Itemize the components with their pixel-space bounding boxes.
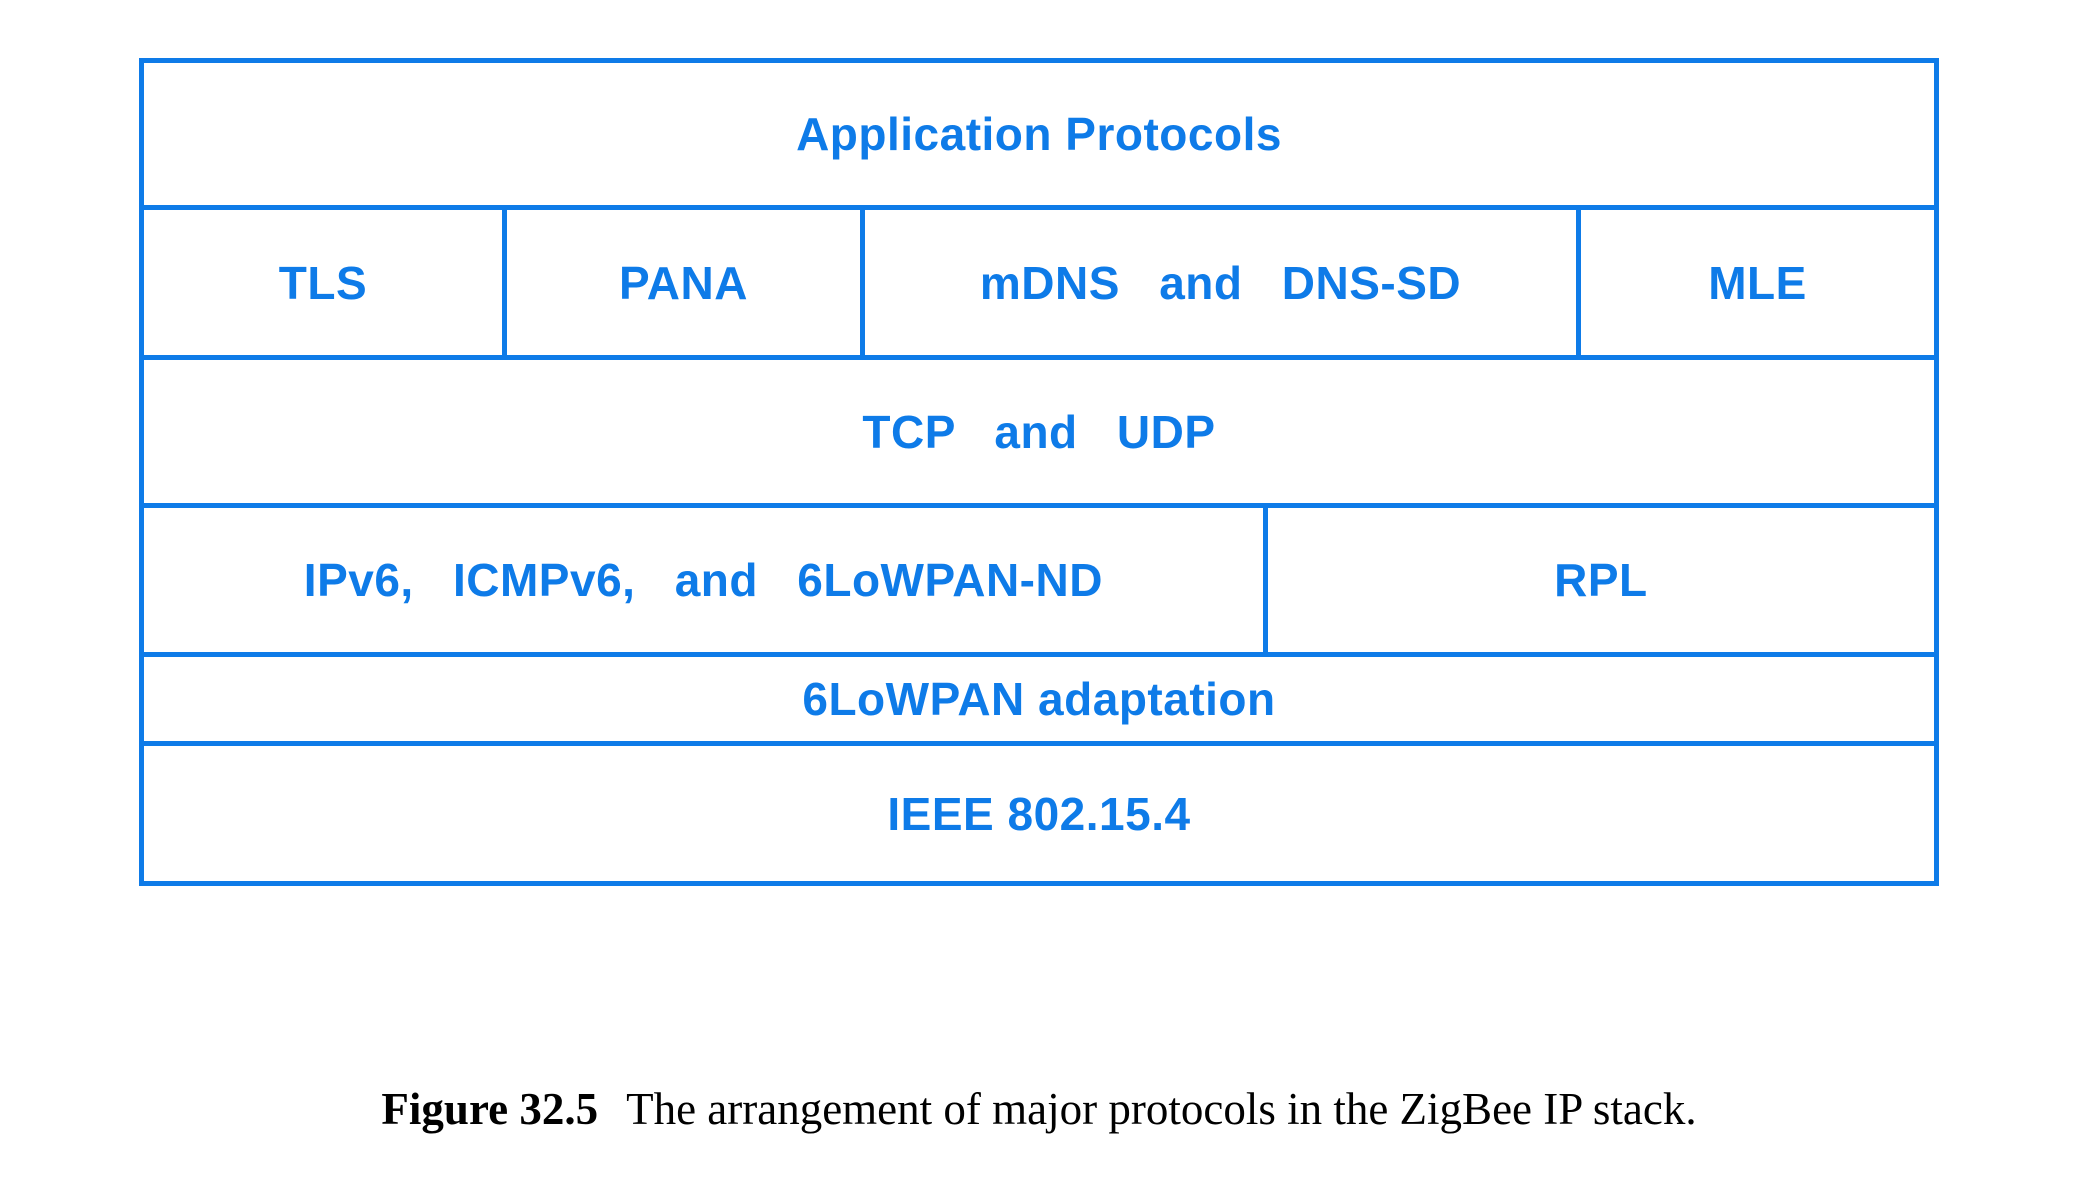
figure-caption-number: Figure 32.5	[381, 1084, 599, 1134]
layer-label-tcp-udp: TCP and UDP	[862, 405, 1216, 458]
layer-label-ieee-802-15-4: IEEE 802.15.4	[887, 787, 1191, 840]
protocol-stack-diagram: Application Protocols TLS PANA mDNS and …	[139, 58, 1939, 886]
layer-label-pana: PANA	[619, 256, 748, 309]
layer-label-mle: MLE	[1708, 256, 1807, 309]
layer-tls: TLS	[144, 210, 502, 355]
layer-label-tls: TLS	[278, 256, 368, 309]
layer-row-phy-mac: IEEE 802.15.4	[144, 746, 1934, 881]
layer-mle: MLE	[1576, 210, 1934, 355]
layer-ipv6-icmpv6-6lowpan-nd: IPv6, ICMPv6, and 6LoWPAN-ND	[144, 508, 1263, 652]
layer-row-network: IPv6, ICMPv6, and 6LoWPAN-ND RPL	[144, 508, 1934, 657]
layer-label-6lowpan-adaptation: 6LoWPAN adaptation	[802, 673, 1276, 725]
layer-6lowpan-adaptation: 6LoWPAN adaptation	[144, 657, 1934, 741]
layer-tcp-udp: TCP and UDP	[144, 360, 1934, 503]
layer-label-application-protocols: Application Protocols	[796, 108, 1282, 160]
layer-row-adaptation: 6LoWPAN adaptation	[144, 657, 1934, 746]
layer-row-transport: TCP and UDP	[144, 360, 1934, 508]
layer-row-application: Application Protocols	[144, 63, 1934, 210]
layer-label-ipv6-icmpv6-6lowpan-nd: IPv6, ICMPv6, and 6LoWPAN-ND	[303, 554, 1103, 606]
figure-caption-text: The arrangement of major protocols in th…	[626, 1084, 1697, 1134]
layer-ieee-802-15-4: IEEE 802.15.4	[144, 746, 1934, 881]
layer-row-security-discovery: TLS PANA mDNS and DNS-SD MLE	[144, 210, 1934, 360]
layer-mdns-dns-sd: mDNS and DNS-SD	[860, 210, 1576, 355]
layer-application-protocols: Application Protocols	[144, 63, 1934, 205]
layer-label-rpl: RPL	[1554, 554, 1648, 606]
layer-pana: PANA	[502, 210, 860, 355]
layer-rpl: RPL	[1262, 508, 1934, 652]
figure-caption: Figure 32.5 The arrangement of major prot…	[139, 1083, 1939, 1135]
layer-label-mdns-dns-sd: mDNS and DNS-SD	[979, 256, 1462, 309]
